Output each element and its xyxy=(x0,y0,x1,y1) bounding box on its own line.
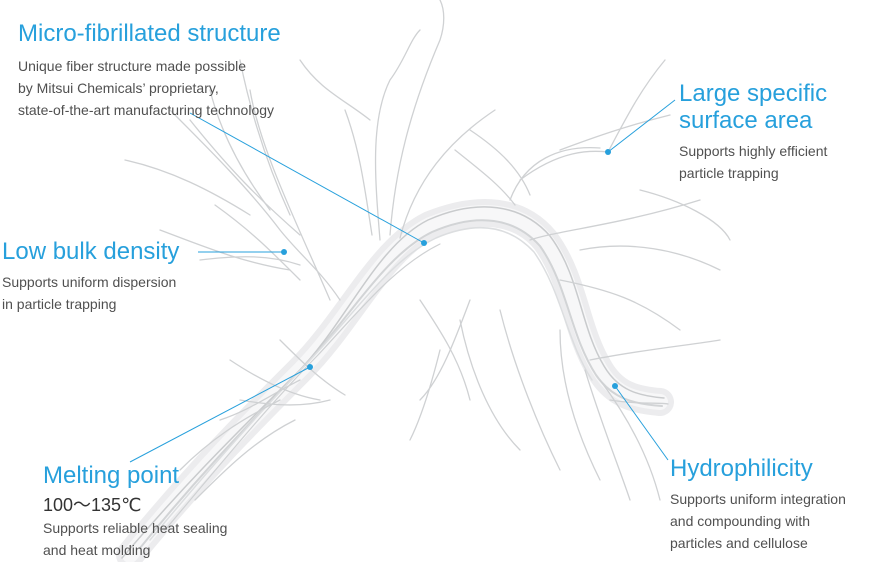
marker-hydro xyxy=(612,383,618,389)
callout-melting-point: Melting point 100〜135℃ Supports reliable… xyxy=(43,462,227,561)
description-line: Supports uniform integration xyxy=(670,491,846,507)
callout-micro-fibrillated: Micro-fibrillated structure Unique fiber… xyxy=(18,20,281,121)
leader-lines xyxy=(129,99,676,463)
callout-title: Hydrophilicity xyxy=(670,455,813,482)
marker-bulk xyxy=(281,249,287,255)
callout-surface-area: Large specific surface area Supports hig… xyxy=(679,80,827,184)
callout-description: Unique fiber structure made possible by … xyxy=(18,55,281,121)
description-line: by Mitsui Chemicals’ proprietary, xyxy=(18,80,219,96)
callout-description: Supports uniform dispersion in particle … xyxy=(2,271,179,315)
point-markers xyxy=(281,149,618,389)
description-line: particle trapping xyxy=(679,165,779,181)
description-line: Supports reliable heat sealing xyxy=(43,520,228,536)
description-line: Unique fiber structure made possible xyxy=(18,58,247,74)
stray-fibers xyxy=(124,0,731,501)
fiber-bundle xyxy=(116,199,674,562)
leader-melt xyxy=(129,366,311,463)
description-line: Supports uniform dispersion xyxy=(2,274,177,290)
marker-micro xyxy=(421,240,427,246)
callout-title: Large specific surface area xyxy=(679,80,827,134)
leader-hydro xyxy=(614,385,669,461)
description-line: Supports highly efficient xyxy=(679,143,828,159)
description-line: and compounding with xyxy=(670,513,811,529)
description-line: particles and cellulose xyxy=(670,535,808,551)
leader-micro xyxy=(189,112,425,244)
title-line: surface area xyxy=(679,107,813,134)
callout-hydrophilicity: Hydrophilicity Supports uniform integrat… xyxy=(670,455,846,554)
description-line: and heat molding xyxy=(43,542,151,558)
callout-title: Micro-fibrillated structure xyxy=(18,20,281,47)
description-line: in particle trapping xyxy=(2,296,117,312)
marker-melt xyxy=(307,364,313,370)
callout-title: Low bulk density xyxy=(2,238,180,265)
callout-low-bulk-density: Low bulk density Supports uniform disper… xyxy=(2,238,179,315)
leader-surface xyxy=(607,99,676,153)
melting-point-value: 100〜135℃ xyxy=(43,495,142,515)
callout-description: Supports reliable heat sealing and heat … xyxy=(43,517,227,561)
callout-description: Supports highly efficient particle trapp… xyxy=(679,140,827,184)
callout-title: Melting point xyxy=(43,462,180,489)
marker-surface xyxy=(605,149,611,155)
title-line: Large specific xyxy=(679,80,828,107)
callout-description: Supports uniform integration and compoun… xyxy=(670,488,846,554)
description-line: state-of-the-art manufacturing technolog… xyxy=(18,102,275,118)
